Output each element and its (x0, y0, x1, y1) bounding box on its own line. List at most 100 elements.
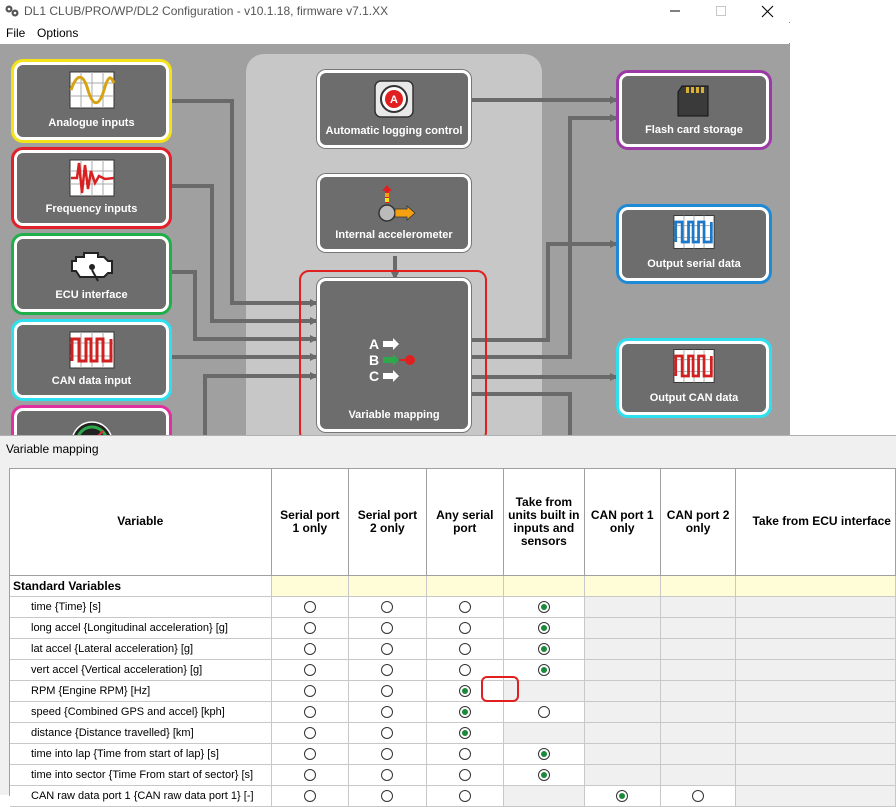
radio-unselected[interactable] (303, 747, 316, 760)
radio-unselected[interactable] (303, 600, 316, 613)
mapping-cell[interactable] (271, 617, 350, 639)
radio-unselected[interactable] (458, 768, 471, 781)
radio-unselected[interactable] (303, 663, 316, 676)
mapping-cell (660, 617, 737, 639)
radio-selected[interactable] (458, 705, 471, 718)
radio-unselected[interactable] (303, 684, 316, 697)
radio-unselected[interactable] (458, 789, 471, 802)
radio-unselected[interactable] (692, 789, 705, 802)
radio-unselected[interactable] (381, 621, 394, 634)
mapping-cell[interactable] (348, 680, 427, 702)
radio-selected[interactable] (537, 642, 550, 655)
radio-unselected[interactable] (381, 768, 394, 781)
col-header-variable: Variable (10, 469, 272, 576)
mapping-cell (735, 680, 896, 702)
mapping-cell[interactable] (348, 617, 427, 639)
radio-unselected[interactable] (381, 747, 394, 760)
mapping-cell[interactable] (348, 596, 427, 618)
mapping-cell[interactable] (271, 596, 350, 618)
radio-unselected[interactable] (381, 705, 394, 718)
svg-text:A: A (390, 94, 398, 106)
mapping-cell[interactable] (348, 785, 427, 807)
radio-selected[interactable] (537, 663, 550, 676)
radio-unselected[interactable] (458, 747, 471, 760)
maximize-button[interactable] (698, 0, 744, 22)
mapping-cell[interactable] (271, 680, 350, 702)
mapping-cell[interactable] (503, 743, 585, 765)
radio-selected[interactable] (537, 621, 550, 634)
output-serial-data-block[interactable]: Output serial data (619, 207, 769, 281)
frequency-inputs-label: Frequency inputs (45, 203, 138, 215)
mapping-cell[interactable] (426, 596, 504, 618)
internal-accelerometer-block[interactable]: Internal accelerometer (317, 174, 471, 252)
mapping-cell[interactable] (348, 764, 427, 786)
mapping-cell[interactable] (426, 785, 504, 807)
mapping-cell[interactable] (426, 743, 504, 765)
radio-unselected[interactable] (381, 600, 394, 613)
menu-file[interactable]: File (6, 26, 26, 40)
ecu-interface-block[interactable]: ECU interface (14, 236, 169, 312)
frequency-inputs-block[interactable]: Frequency inputs (14, 150, 169, 226)
menu-options[interactable]: Options (37, 26, 79, 40)
radio-unselected[interactable] (381, 789, 394, 802)
mapping-cell[interactable] (271, 764, 350, 786)
radio-selected[interactable] (537, 768, 550, 781)
mapping-cell[interactable] (271, 659, 350, 681)
radio-unselected[interactable] (381, 663, 394, 676)
mapping-cell[interactable] (426, 701, 504, 723)
mapping-cell[interactable] (348, 701, 427, 723)
mapping-cell[interactable] (271, 722, 350, 744)
output-can-data-block[interactable]: Output CAN data (619, 341, 769, 415)
close-button[interactable] (744, 0, 790, 22)
radio-unselected[interactable] (381, 642, 394, 655)
radio-unselected[interactable] (303, 789, 316, 802)
mapping-cell[interactable] (660, 785, 737, 807)
mapping-cell[interactable] (503, 701, 585, 723)
radio-unselected[interactable] (537, 705, 550, 718)
mapping-cell[interactable] (348, 743, 427, 765)
mapping-cell[interactable] (348, 638, 427, 660)
radio-selected[interactable] (537, 747, 550, 760)
radio-unselected[interactable] (303, 726, 316, 739)
flash-card-storage-block[interactable]: Flash card storage (619, 73, 769, 147)
radio-unselected[interactable] (303, 621, 316, 634)
automatic-logging-control-block[interactable]: A Automatic logging control (317, 70, 471, 148)
radio-selected[interactable] (616, 789, 629, 802)
mapping-cell[interactable] (503, 596, 585, 618)
radio-unselected[interactable] (381, 726, 394, 739)
radio-unselected[interactable] (303, 705, 316, 718)
variable-name: vert accel {Vertical acceleration} [g] (10, 659, 272, 681)
radio-selected[interactable] (458, 726, 471, 739)
mapping-cell[interactable] (348, 659, 427, 681)
mapping-cell (584, 617, 661, 639)
radio-unselected[interactable] (458, 642, 471, 655)
mapping-cell[interactable] (426, 617, 504, 639)
radio-unselected[interactable] (303, 768, 316, 781)
mapping-cell[interactable] (271, 701, 350, 723)
mapping-cell[interactable] (426, 722, 504, 744)
mapping-cell[interactable] (271, 785, 350, 807)
mapping-cell[interactable] (584, 785, 661, 807)
mapping-cell[interactable] (271, 743, 350, 765)
minimize-button[interactable] (652, 0, 698, 22)
mapping-cell[interactable] (503, 659, 585, 681)
mapping-cell[interactable] (426, 764, 504, 786)
mapping-cell[interactable] (503, 764, 585, 786)
analogue-inputs-block[interactable]: Analogue inputs (14, 62, 169, 140)
mapping-cell[interactable] (271, 638, 350, 660)
mapping-cell[interactable] (426, 659, 504, 681)
mapping-cell[interactable] (426, 638, 504, 660)
can-data-input-block[interactable]: CAN data input (14, 322, 169, 398)
mapping-cell[interactable] (348, 722, 427, 744)
mapping-cell[interactable] (503, 638, 585, 660)
radio-unselected[interactable] (458, 600, 471, 613)
radio-unselected[interactable] (458, 621, 471, 634)
can-output-pulse-icon (673, 349, 715, 383)
radio-unselected[interactable] (303, 642, 316, 655)
radio-unselected[interactable] (381, 684, 394, 697)
mapping-cell[interactable] (503, 617, 585, 639)
radio-selected[interactable] (458, 684, 471, 697)
radio-selected[interactable] (537, 600, 550, 613)
radio-unselected[interactable] (458, 663, 471, 676)
